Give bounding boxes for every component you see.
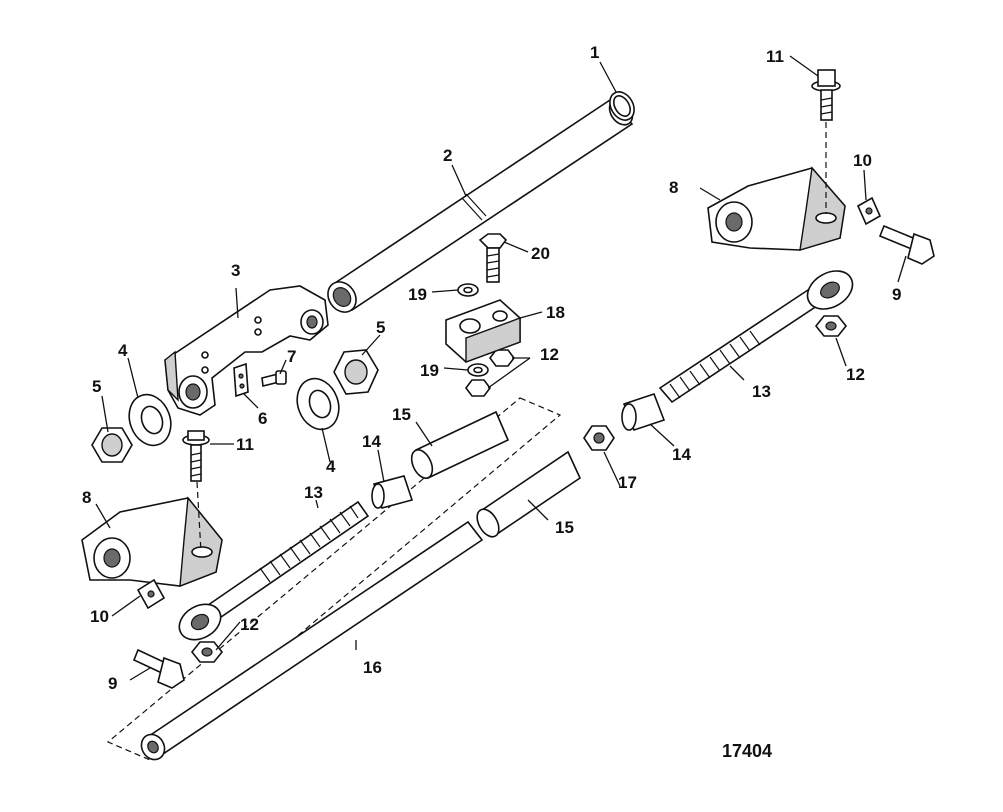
- callout-20: 20: [531, 244, 550, 263]
- part-6-clip: [233, 362, 249, 398]
- part-18-block: [445, 299, 521, 364]
- callout-13-left: 13: [304, 483, 323, 502]
- part-2-tube: [327, 98, 634, 313]
- part-5-hex-nut-right: [333, 349, 379, 395]
- part-10-clip-left: [136, 578, 166, 610]
- callout-5-right: 5: [376, 318, 385, 337]
- callout-12-right: 12: [846, 365, 865, 384]
- part-3-bracket: [164, 285, 329, 416]
- callout-8-right: 8: [669, 178, 678, 197]
- callout-4-right: 4: [326, 457, 336, 476]
- leader-lines: [95, 55, 907, 681]
- part-13-tie-rod-left: [178, 500, 370, 641]
- callout-16: 16: [363, 658, 382, 677]
- callout-5-left: 5: [92, 377, 101, 396]
- part-10-clip-right: [856, 196, 882, 226]
- part-11-flange-bolt-right: [811, 69, 841, 121]
- part-5-hex-nut-left: [91, 427, 133, 463]
- part-20-bolt: [478, 233, 508, 283]
- part-14-spacer-right: [621, 392, 666, 432]
- part-7-screw: [261, 370, 287, 387]
- callout-10-left: 10: [90, 607, 109, 626]
- part-1-o-ring: [609, 91, 635, 121]
- callout-18: 18: [546, 303, 565, 322]
- part-12-nut-left: [190, 641, 224, 663]
- part-17-nut: [583, 425, 615, 451]
- part-4-washer-right: [296, 377, 340, 431]
- callout-19-lower: 19: [420, 361, 439, 380]
- part-19-washer-upper: [457, 283, 479, 297]
- callout-14-right: 14: [672, 445, 691, 464]
- callout-3: 3: [231, 261, 240, 280]
- part-16-rod: [140, 520, 484, 761]
- callout-6: 6: [258, 409, 267, 428]
- part-15-sleeve-upper: [410, 410, 510, 480]
- part-19-washer-lower: [467, 363, 489, 377]
- callout-4-left: 4: [118, 341, 128, 360]
- part-14-spacer-left: [371, 475, 414, 509]
- callout-14-left: 14: [362, 432, 381, 451]
- part-8-clevis-right: [707, 166, 846, 251]
- part-9-hex-bolt-right: [878, 224, 935, 265]
- callout-12-left: 12: [240, 615, 259, 634]
- callout-2: 2: [443, 146, 452, 165]
- callout-9-left: 9: [108, 674, 117, 693]
- part-11-flange-bolt-left: [182, 430, 210, 482]
- callout-9-right: 9: [892, 285, 901, 304]
- callout-11-left: 11: [236, 435, 254, 454]
- callout-1: 1: [590, 43, 599, 62]
- callout-7: 7: [287, 347, 296, 366]
- callout-12-center: 12: [540, 345, 559, 364]
- callout-17: 17: [618, 473, 637, 492]
- figure-number: 17404: [722, 741, 772, 761]
- callout-19-upper: 19: [408, 285, 427, 304]
- group-bracket-dashed-outline: [106, 397, 562, 761]
- part-13-tie-rod-right: [658, 270, 854, 404]
- part-4-washer-left: [128, 393, 172, 447]
- callout-13-right: 13: [752, 382, 771, 401]
- callout-11-right: 11: [766, 47, 784, 66]
- callout-15-lower: 15: [555, 518, 574, 537]
- alignment-line-bolt-11-left: [196, 481, 202, 553]
- callout-15-upper: 15: [392, 405, 411, 424]
- part-12-nut-right: [814, 315, 848, 337]
- callout-8-left: 8: [82, 488, 91, 507]
- part-9-hex-bolt-left: [132, 648, 185, 689]
- part-15-sleeve-lower: [476, 450, 582, 538]
- callout-10-right: 10: [853, 151, 872, 170]
